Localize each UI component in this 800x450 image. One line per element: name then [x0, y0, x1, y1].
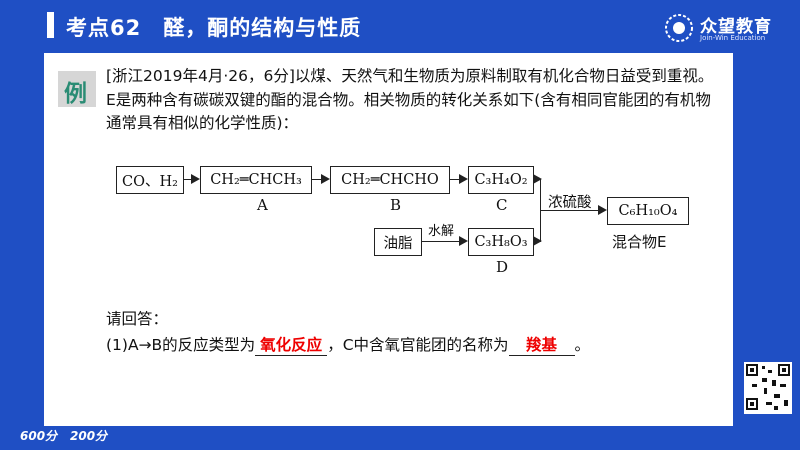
label-A: A [257, 196, 268, 214]
question-text: [浙江2019年4月·26，6分]以煤、天然气和生物质为原料制取有机化合物日益受… [106, 67, 714, 132]
box-C: C₃H₄O₂ [468, 166, 534, 194]
brand-logo: 众望教育 Join-Win Education [664, 10, 794, 44]
header-bar [47, 12, 54, 38]
answer-blank-1: 氧化反应 [255, 333, 328, 356]
logo-text: 众望教育 [700, 17, 772, 37]
question-1: (1)A→B的反应类型为氧化反应，C中含氧官能团的名称为羧基。 [106, 333, 590, 356]
box-B: CH₂═CHCHO [330, 166, 450, 194]
line-C-join [533, 174, 542, 184]
label-hydrolysis: 水解 [428, 224, 455, 239]
box-D: C₃H₈O₃ [468, 228, 534, 256]
label-E: 混合物E [612, 233, 667, 251]
badge-600: 600分 [20, 429, 58, 443]
box-oil: 油脂 [374, 228, 422, 256]
box-A: CH₂═CHCH₃ [200, 166, 312, 194]
arrow-B-C [450, 174, 468, 184]
line-D-join [533, 236, 542, 246]
box-start: CO、H₂ [116, 166, 184, 194]
content-panel: 例 [浙江2019年4月·26，6分]以煤、天然气和生物质为原料制取有机化合物日… [44, 53, 733, 426]
arrow-oil-D [422, 236, 468, 246]
example-tag-label: 例 [64, 81, 87, 107]
answer-blank-2: 羧基 [508, 333, 575, 356]
arrow-to-E [541, 205, 607, 215]
arrow-start-A [184, 174, 200, 184]
badge-200: 200分 [70, 429, 108, 443]
example-tag: 例 [58, 71, 96, 107]
label-C: C [496, 196, 508, 214]
answer-prompt: 请回答： [106, 310, 169, 328]
logo-subtext: Join-Win Education [700, 34, 766, 42]
q1-text-end: 。 [574, 336, 591, 354]
qr-code-image [746, 364, 790, 410]
slide-header: 考点62 醛，酮的结构与性质 众望教育 Join-Win Education [0, 0, 800, 52]
arrow-A-B [312, 174, 330, 184]
qr-code [744, 362, 792, 414]
join-line [540, 179, 541, 242]
slide-title: 考点62 醛，酮的结构与性质 [66, 16, 362, 40]
q1-text-b: ，C中含氧官能团的名称为 [327, 336, 509, 354]
box-E: C₆H₁₀O₄ [607, 197, 689, 225]
label-D: D [496, 258, 509, 276]
label-acid: 浓硫酸 [548, 195, 592, 211]
label-B: B [390, 196, 402, 214]
logo-icon [665, 14, 693, 42]
q1-text-a: (1)A→B的反应类型为 [106, 336, 256, 354]
